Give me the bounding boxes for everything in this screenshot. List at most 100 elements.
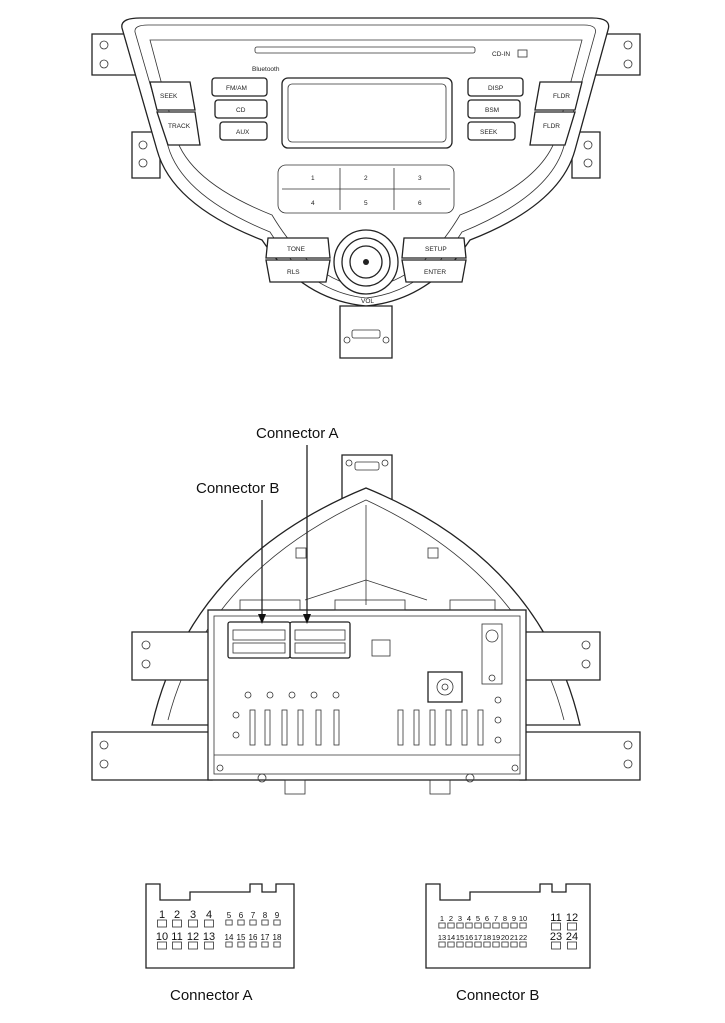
seek-right-label: SEEK <box>480 129 498 136</box>
preset-6-button[interactable]: 6 <box>418 200 422 207</box>
preset-2-button[interactable]: 2 <box>364 175 368 182</box>
setup-button[interactable] <box>401 237 467 259</box>
fldr-down-button[interactable] <box>529 111 576 146</box>
rear-component <box>371 639 391 657</box>
fldr-up-button-label: FLDR <box>553 93 570 100</box>
fldr-up-button[interactable] <box>534 81 583 111</box>
connector_b-pin-3 <box>456 922 464 929</box>
tone-button[interactable] <box>265 237 331 259</box>
connector_a-pin-2 <box>172 919 182 928</box>
bsm-label: BSM <box>485 107 499 114</box>
connector_b-pin-15-label: 15 <box>456 933 464 942</box>
seek-right-button[interactable] <box>467 121 516 141</box>
front-left-lower-bracket <box>131 131 161 179</box>
connector_b-pin-6 <box>483 922 491 929</box>
connector_b-pin-5-label: 5 <box>476 914 480 923</box>
connector_a-pin-5-label: 5 <box>227 911 232 920</box>
connector_b-pin-7-label: 7 <box>494 914 498 923</box>
rear-left-lower-bracket <box>91 731 213 781</box>
connector_b-pin-14 <box>447 941 455 948</box>
track-button[interactable] <box>156 111 201 146</box>
connector_b-pin-12 <box>567 922 577 931</box>
connector_b-pin-13 <box>438 941 446 948</box>
enter-button[interactable] <box>401 259 467 283</box>
connector_b-pin-24 <box>567 941 577 950</box>
connector_b-pin-18-label: 18 <box>483 933 491 942</box>
aux-button[interactable] <box>219 121 268 141</box>
front-right-lower-bracket <box>571 131 601 179</box>
connector_b-pin-20 <box>501 941 509 948</box>
connector_a-pin-16-label: 16 <box>249 933 258 942</box>
connector_b-pin-2 <box>447 922 455 929</box>
rear-connector-b-label: Connector B <box>196 480 279 497</box>
seek-button[interactable] <box>149 81 196 111</box>
connector_b-pin-24-label: 24 <box>566 931 578 943</box>
connector_a-pin-12-label: 12 <box>187 931 199 943</box>
front-panel: CD-IN Bluetooth SEEK TRACK FLDR FLDR FM/… <box>91 17 641 359</box>
connector_b-pin-22 <box>519 941 527 948</box>
disp-label: DISP <box>488 85 503 92</box>
fm-am-button[interactable] <box>211 77 268 97</box>
connector_b-pin-8 <box>501 922 509 929</box>
disp-button[interactable] <box>467 77 524 97</box>
connector_b-pin-17-label: 17 <box>474 933 482 942</box>
connector_a-pin-3 <box>188 919 198 928</box>
rear-connector-a[interactable] <box>289 621 351 659</box>
cd-in-label: CD-IN <box>492 51 510 58</box>
connector_a-pin-8 <box>261 919 269 926</box>
connector_b-pin-21 <box>510 941 518 948</box>
connector_b-pin-3-label: 3 <box>458 914 462 923</box>
connector_b-pin-21-label: 21 <box>510 933 518 942</box>
connector-b-caption: Connector B <box>456 987 539 1004</box>
cd-label: CD <box>236 107 246 114</box>
connector_a-pin-13-label: 13 <box>203 931 215 943</box>
aux-label: AUX <box>236 129 250 136</box>
connector_a-pin-14-label: 14 <box>225 933 234 942</box>
display-screen <box>281 77 453 149</box>
bsm-button[interactable] <box>467 99 521 119</box>
preset-4-button[interactable]: 4 <box>311 200 315 207</box>
connector_b-pin-10 <box>519 922 527 929</box>
connector_b-pin-11 <box>551 922 561 931</box>
rear-connector-b[interactable] <box>227 621 291 659</box>
seek-button-label: SEEK <box>160 93 178 100</box>
preset-5-button[interactable]: 5 <box>364 200 368 207</box>
connector_b-pin-18 <box>483 941 491 948</box>
connector_a-pin-2-label: 2 <box>174 909 180 921</box>
connector_a-pin-18-label: 18 <box>273 933 282 942</box>
rear-vents <box>216 691 519 783</box>
cd-slot[interactable] <box>254 46 476 54</box>
connector_b-pin-4 <box>465 922 473 929</box>
connector_a-pin-7 <box>249 919 257 926</box>
connector_a-pin-12 <box>188 941 198 950</box>
connector_a-pin-18 <box>273 941 281 948</box>
rear-right-lower-bracket <box>519 731 641 781</box>
connector-a-caption: Connector A <box>170 987 253 1004</box>
connector_a-pin-6 <box>237 919 245 926</box>
setup-label: SETUP <box>425 246 447 253</box>
connector_b-pin-17 <box>474 941 482 948</box>
connector_a-pin-1-label: 1 <box>159 909 165 921</box>
connector_b-pin-5 <box>474 922 482 929</box>
connector_a-pin-5 <box>225 919 233 926</box>
connector_a-pin-9-label: 9 <box>275 911 280 920</box>
preset-1-button[interactable]: 1 <box>311 175 315 182</box>
connector_a-pin-1 <box>157 919 167 928</box>
connector_a-pin-11 <box>172 941 182 950</box>
preset-3-button[interactable]: 3 <box>418 175 422 182</box>
connector_b-pin-6-label: 6 <box>485 914 489 923</box>
connector_b-pin-7 <box>492 922 500 929</box>
connector_b-pin-11-label: 11 <box>550 912 561 924</box>
connector_b-pin-22-label: 22 <box>519 933 527 942</box>
connector_a-pin-9 <box>273 919 281 926</box>
connector_a-pin-11-label: 11 <box>171 931 182 943</box>
connector_b-pin-19-label: 19 <box>492 933 500 942</box>
connector_a-pin-10-label: 10 <box>156 931 168 943</box>
connector_a-pin-10 <box>157 941 167 950</box>
tone-label: TONE <box>287 246 306 253</box>
cd-button[interactable] <box>214 99 268 119</box>
connector_a-pin-17-label: 17 <box>261 933 270 942</box>
rls-button[interactable] <box>265 259 331 283</box>
